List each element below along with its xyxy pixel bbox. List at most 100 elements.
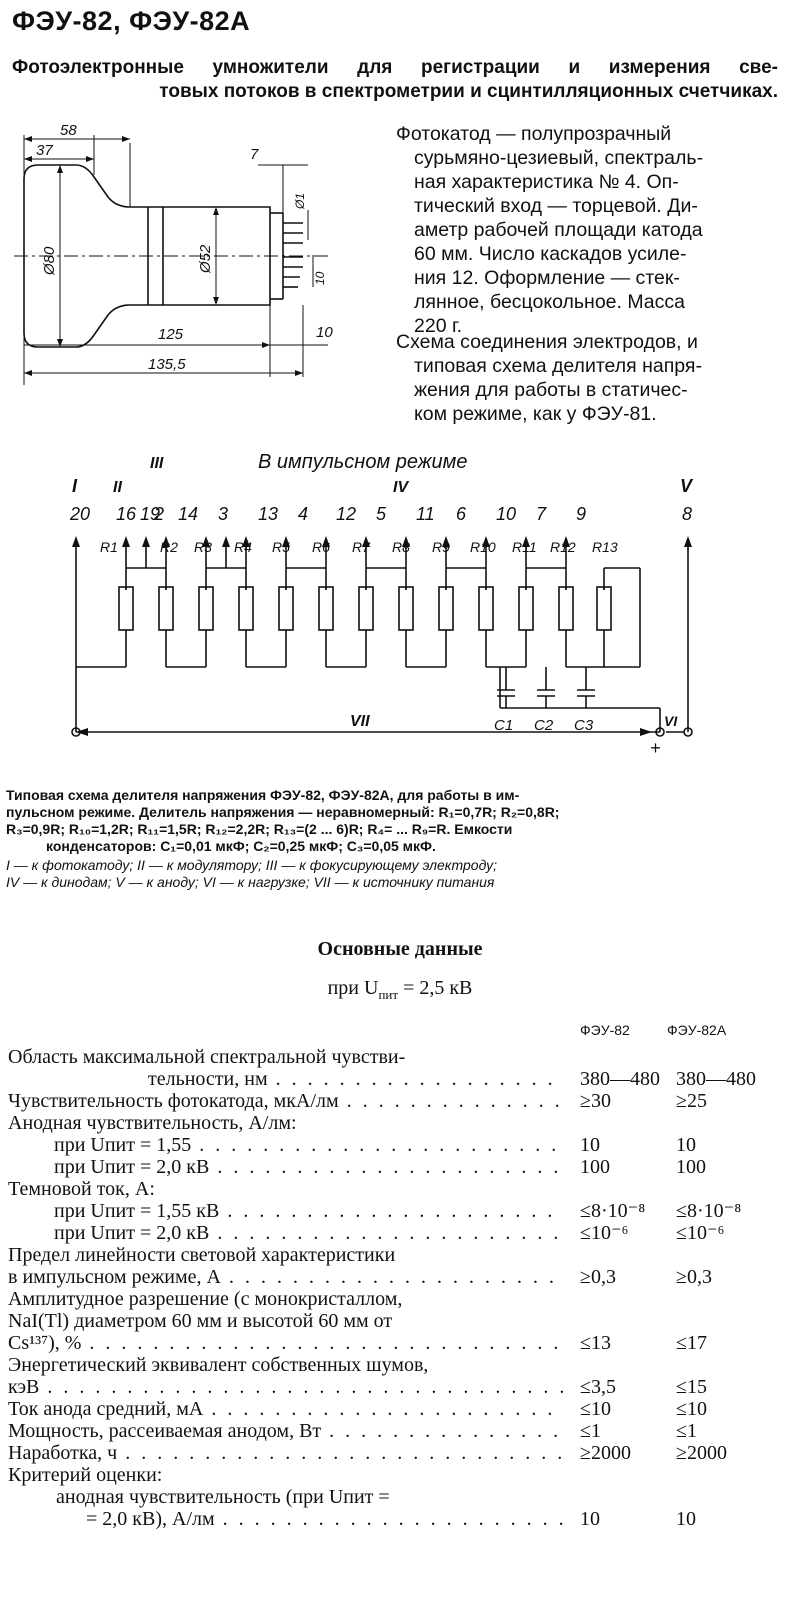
pin-label: 12 [336,504,356,524]
table-row: Ток анода средний, мА≤10≤10 [8,1398,798,1420]
plus-sign: + [650,738,661,758]
value-feu-82a: 10 [676,1508,696,1530]
resistor-label-r1: R1 [100,539,118,555]
dim-37: 37 [36,142,53,159]
pin-arrow [72,536,80,547]
label-v: V [680,476,694,496]
resistor-label-r5: R5 [272,539,290,555]
table-row: Чувствительность фотокатода, мкА/лм ≥30 ≥2… [8,1090,798,1112]
resistor-label-r13: R13 [592,539,618,555]
value-feu-82: ≥2000 [580,1442,631,1464]
row-label: Предел линейности световой характеристик… [8,1244,564,1288]
table-row: при Uпит = 2,0 кВ100100 [8,1156,798,1178]
table-row: Предел линейности световой характеристик… [8,1244,798,1288]
scheme-note-line: типовая схема делителя напря- [414,355,702,377]
resistor-r5 [278,586,294,631]
bus-arrow-right [640,728,652,736]
resistor-label-r6: R6 [312,539,330,555]
dim-10: 10 [316,324,333,341]
section-heading: Основные данные [317,938,483,960]
pin-arrow [202,536,210,547]
value-feu-82: ≥30 [580,1090,611,1112]
row-label-line: Предел линейности световой характеристик… [8,1244,396,1266]
pin-label: 10 [496,504,516,524]
resistor-r13 [596,586,612,631]
value-feu-82a: ≤8·10⁻⁸ [676,1200,742,1222]
resistor-label-r10: R10 [470,539,496,555]
resistor-r9 [438,586,454,631]
scheme-note-line: ком режиме, как у ФЭУ-81. [414,403,657,425]
tube-drawing: 58 37 7 125 10 135,5 Ø80 Ø52 Ø1 10 [14,122,333,385]
description-line: Фотокатод — полупрозрачный [396,123,672,145]
row-label-line: при Uпит = 1,55 кВ [8,1200,564,1222]
table-row: Мощность, рассеиваемая анодом, Вт≤1≤1 [8,1420,798,1442]
value-feu-82a: 10 [676,1134,696,1156]
value-feu-82a: ≥2000 [676,1442,727,1464]
resistor-r4 [238,586,254,631]
pin-label: 3 [218,504,228,524]
subtitle-line: Фотоэлектронные умножители для регистрац… [12,57,778,78]
row-label: при Uпит = 2,0 кВ [8,1222,564,1244]
table-row: Анодная чувствительность, А/лм: [8,1112,798,1134]
table-row: Наработка, ч ≥2000 ≥2000 [8,1442,798,1464]
row-label-line: Наработка, ч [8,1442,564,1464]
terminal [655,727,665,737]
pin-arrow [562,536,570,547]
row-label: Чувствительность фотокатода, мкА/лм [8,1090,564,1112]
row-label: Энергетический эквивалент собственных шу… [8,1354,564,1398]
value-feu-82: ≤1 [580,1420,601,1442]
table-row: при Uпит = 2,0 кВ≤10⁻⁶≤10⁻⁶ [8,1222,798,1244]
value-feu-82: ≥0,3 [580,1266,616,1288]
pin-label: 13 [258,504,278,524]
value-feu-82a: ≥25 [676,1090,707,1112]
resistor-r8 [398,586,414,631]
value-feu-82: 10 [580,1508,600,1530]
row-label-line: при Uпит = 1,55 [8,1134,564,1156]
scheme-note: Схема соединения электродов, и типовая с… [396,330,780,426]
description: Фотокатод — полупрозрачный сурьмяно-цези… [396,122,780,338]
row-label: при Uпит = 2,0 кВ [8,1156,564,1178]
pin-label: 20 [69,504,90,524]
value-feu-82: ≤8·10⁻⁸ [580,1200,646,1222]
dim-125: 125 [158,326,184,343]
pin-arrow [242,536,250,547]
row-label: при Uпит = 1,55 кВ [8,1200,564,1222]
row-label-line: тельности, нм [8,1068,564,1090]
table-row: Темновой ток, А: [8,1178,798,1200]
label-vi: VI [664,713,678,729]
description-line: ния 12. Оформление — стек- [414,267,680,289]
row-label-line: при Uпит = 2,0 кВ [8,1222,564,1244]
dim-d52: Ø52 [197,244,214,274]
row-label-line: Амплитудное разрешение (с монокристаллом… [8,1288,403,1310]
resistor-label-r12: R12 [550,539,576,555]
pin-label: 16 [116,504,137,524]
table-row: анодная чувствительность (при Uпит == 2,… [8,1486,798,1530]
row-label: анодная чувствительность (при Uпит == 2,… [8,1486,564,1530]
value-feu-82: ≤10⁻⁶ [580,1222,629,1244]
table-row: при Uпит = 1,55 кВ ≤8·10⁻⁸ ≤8·10⁻⁸ [8,1200,798,1222]
label-i: I [72,476,78,496]
resistor-label-r2: R2 [160,539,178,555]
description-line: лянное, бесцокольное. Масса [414,291,685,313]
legend-line: I — к фотокатоду; II — к модулятору; III… [6,857,498,873]
resistor-r3 [198,586,214,631]
table-row: при Uпит = 1,55 10 10 [8,1134,798,1156]
dim-d80: Ø80 [41,246,58,276]
resistor-label-r7: R7 [352,539,371,555]
description-line: аметр рабочей площади катода [414,219,703,241]
pin-label: 9 [576,504,586,524]
figure-legend: I — к фотокатоду; II — к модулятору; III… [6,857,497,891]
pin-arrow [402,536,410,547]
value-feu-82a: ≤15 [676,1376,707,1398]
pin-label: 19 [140,504,160,524]
row-label-line: Мощность, рассеиваемая анодом, Вт [8,1420,564,1442]
pin-label: 4 [298,504,308,524]
caption-line: пульсном режиме. Делитель напряжения — н… [6,804,560,820]
resistor-r1 [118,586,134,631]
value-feu-82: 10 [580,1134,600,1156]
legend-line: IV — к динодам; V — к аноду; VI — к нагр… [6,874,495,890]
label-ii: II [113,479,122,496]
figure-caption: Типовая схема делителя напряжения ФЭУ-82… [6,787,559,855]
value-feu-82: ≤10 [580,1398,611,1420]
resistor-label-r9: R9 [432,539,450,555]
